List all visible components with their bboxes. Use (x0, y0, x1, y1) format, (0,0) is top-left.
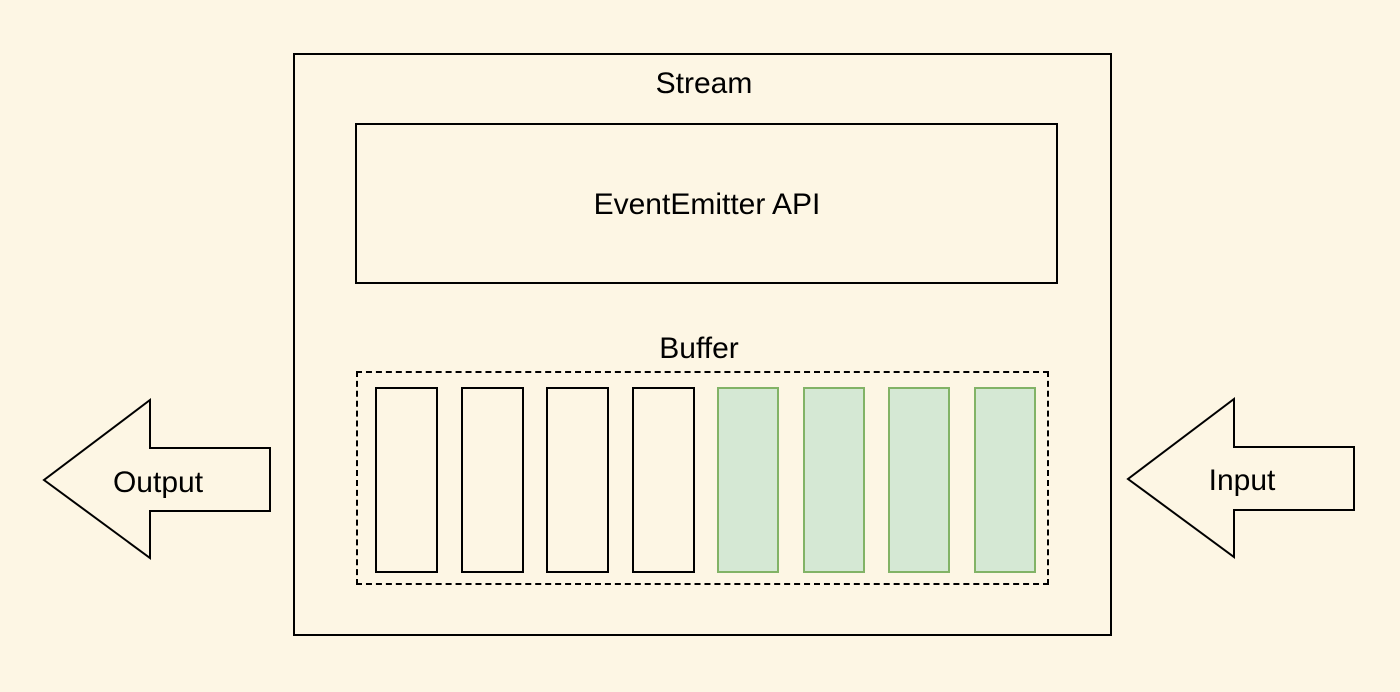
buffer-cell-empty (632, 387, 695, 573)
stream-box (293, 53, 1112, 636)
event-emitter-box (355, 123, 1058, 284)
stream-label: Stream (655, 67, 753, 100)
buffer-box (356, 371, 1049, 585)
buffer-cell-filled (717, 387, 779, 573)
buffer-label: Buffer (659, 332, 739, 365)
buffer-cell-filled (888, 387, 950, 573)
output-arrow (42, 398, 272, 562)
buffer-cell-filled (803, 387, 865, 573)
left-arrow-icon (1126, 397, 1355, 559)
buffer-cell-filled (974, 387, 1036, 573)
input-arrow (1126, 397, 1356, 561)
event-emitter-label: EventEmitter API (593, 188, 821, 221)
left-arrow-icon (42, 398, 271, 560)
buffer-cell-empty (375, 387, 438, 573)
buffer-cell-empty (461, 387, 524, 573)
buffer-cell-empty (546, 387, 609, 573)
input-label: Input (1208, 464, 1276, 497)
output-label: Output (112, 466, 204, 499)
